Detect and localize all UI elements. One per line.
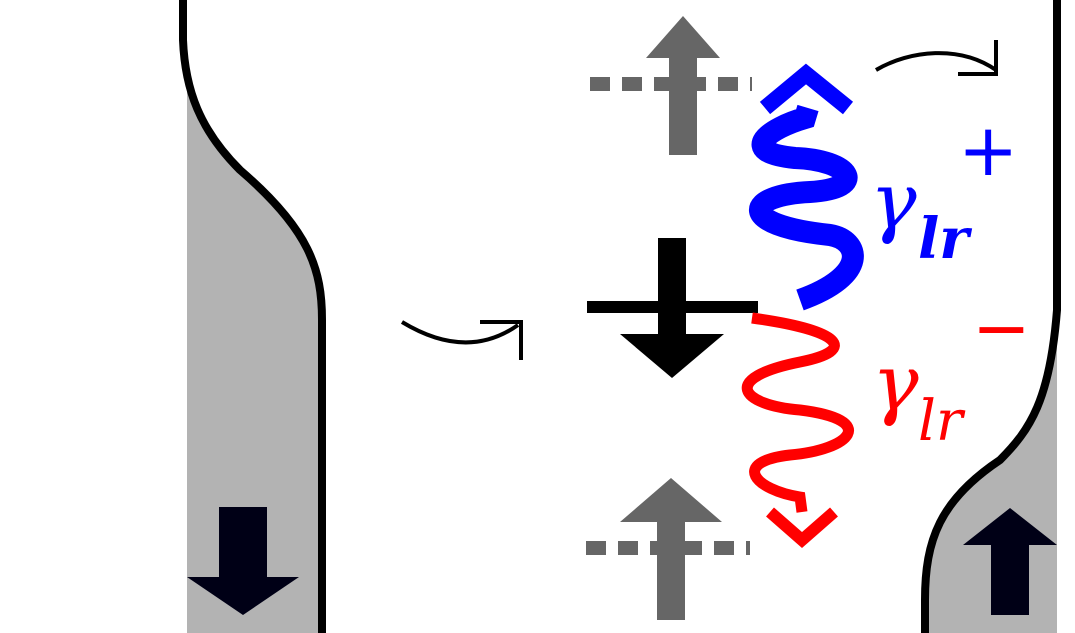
gamma-plus-superscript: + — [958, 108, 1018, 192]
gamma-minus-subscript: lr — [918, 389, 966, 454]
gamma-minus-symbol: γ — [872, 339, 919, 429]
left-lead-spin-down-arrow — [187, 507, 299, 615]
gamma-minus-photon — [742, 312, 854, 548]
gamma-plus-subscript: lr — [918, 206, 972, 272]
gamma-minus-arrowhead — [766, 507, 838, 548]
dot-rotation-hook-head-icon — [480, 320, 523, 360]
gamma-minus-wave — [742, 312, 854, 513]
right-lead-spin-up-arrow — [963, 508, 1057, 615]
ghost-spin-up-top — [590, 16, 752, 155]
ghost-spin-up-arrow-bottom — [620, 478, 722, 620]
left-lead-outline — [179, 0, 326, 633]
ghost-spin-up-bottom — [586, 478, 750, 620]
gamma-plus-photon — [749, 63, 864, 311]
dot-rotation-hook-icon — [400, 320, 520, 345]
right-lead-outline — [921, 0, 1061, 633]
top-rotation-hook-head-icon — [958, 40, 998, 76]
dot-level — [587, 238, 758, 378]
gamma-minus-superscript: − — [972, 287, 1031, 369]
dot-spin-down-arrow — [620, 334, 724, 378]
left-lead-fill — [187, 70, 322, 633]
gamma-plus-symbol: γ — [870, 157, 917, 247]
gamma-plus-wave — [749, 104, 864, 311]
right-lead — [921, 0, 1061, 633]
top-rotation-hook-icon — [874, 51, 998, 72]
dot-spin-down-shaft — [658, 238, 686, 338]
gamma-minus-label: γ lr − — [872, 287, 1031, 454]
gamma-plus-arrowhead — [759, 63, 854, 115]
gamma-plus-label: γ lr + — [870, 108, 1018, 272]
ghost-spin-up-arrow-top — [646, 16, 720, 155]
left-lead — [179, 0, 326, 633]
